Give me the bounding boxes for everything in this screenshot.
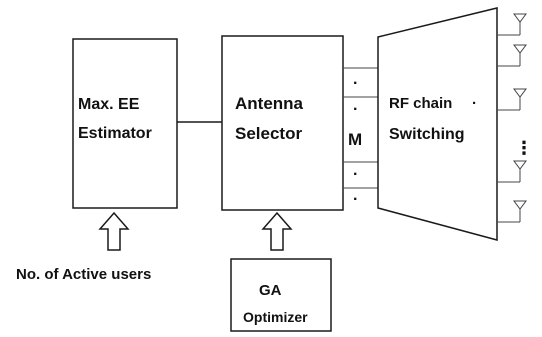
optimizer-label-line2: Optimizer (243, 309, 308, 325)
optimizer-label-line1: GA (259, 282, 282, 299)
rf-label-line2: Switching (389, 126, 465, 143)
selector-label-line1: Antenna (235, 94, 304, 113)
max-ee-estimator-box (72, 38, 178, 209)
estimator-label-line2: Estimator (78, 125, 152, 142)
max-ee-estimator-block: Max. EE Estimator (72, 38, 178, 209)
antenna-icon (497, 200, 527, 223)
rf-label-line1: RF chain (389, 95, 452, 112)
rf-separator-dot: · (472, 95, 477, 112)
link-dot: . (353, 97, 357, 114)
link-dot: . (353, 162, 357, 179)
antenna-ellipsis: ⋮ (515, 138, 533, 158)
selector-label-line2: Selector (235, 124, 302, 143)
rf-chain-switching-block: RF chain · Switching (377, 7, 498, 241)
antenna-icon (497, 88, 527, 111)
antenna-icon (497, 160, 527, 183)
estimator-label-line1: Max. EE (78, 96, 140, 113)
ga-optimizer-box (230, 258, 332, 332)
m-label: M (348, 130, 362, 149)
link-dot: . (353, 187, 357, 204)
antenna-icon (497, 13, 527, 36)
hollow-up-arrow-icon (98, 211, 130, 251)
rf-switching-trapezoid (377, 7, 498, 241)
hollow-up-arrow-icon (261, 211, 293, 251)
active-users-label: No. of Active users (16, 266, 151, 283)
antenna-icon (497, 44, 527, 67)
antenna-selector-box (221, 35, 344, 211)
ga-optimizer-block: GA Optimizer (230, 258, 332, 332)
antenna-array: ⋮ (497, 13, 533, 223)
link-dot: . (353, 71, 357, 88)
m-parallel-links: . . M . . (343, 67, 380, 204)
antenna-selector-block: Antenna Selector (221, 35, 344, 211)
